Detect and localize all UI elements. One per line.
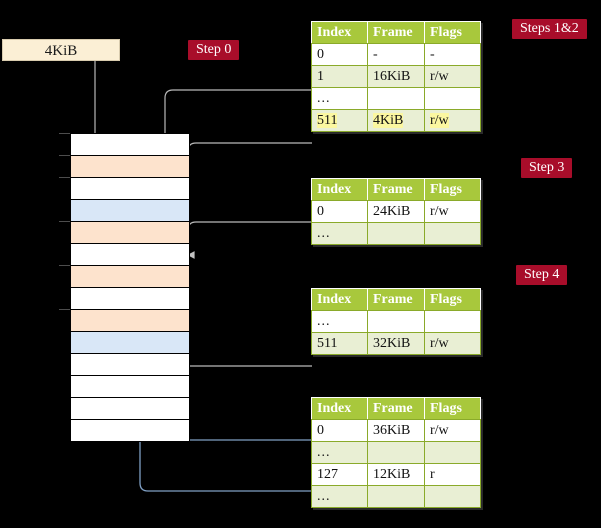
memory-frame-row <box>59 221 189 243</box>
table-cell-index: ... <box>311 441 368 464</box>
table-cell-frame: 24KiB <box>367 200 425 223</box>
table-cell-index: 511 <box>311 109 368 132</box>
table-cell-index: ... <box>311 485 368 508</box>
memory-frame-row <box>59 177 189 199</box>
table-cell-flags: r/w <box>424 200 481 223</box>
memory-frame-row <box>71 331 189 353</box>
memory-row-tick <box>59 133 70 134</box>
memory-column <box>59 133 190 442</box>
column-header-flags: Flags <box>424 178 481 201</box>
table-cell-index: ... <box>311 87 368 110</box>
memory-frame-row <box>71 419 189 441</box>
table-row: ... <box>311 441 481 464</box>
column-header-index: Index <box>311 397 368 420</box>
table-cell-frame: - <box>367 43 425 66</box>
wire-t3-to-mem <box>179 308 312 367</box>
table-cell-frame: 36KiB <box>367 419 425 442</box>
table-cell-frame <box>367 485 425 508</box>
memory-frame-row <box>59 265 189 287</box>
table-cell-flags: r <box>424 463 481 486</box>
column-header-frame: Frame <box>367 178 425 201</box>
table-cell-index: 511 <box>311 332 368 355</box>
table-row: ... <box>311 87 481 110</box>
table-cell-frame <box>367 310 425 333</box>
column-header-frame: Frame <box>367 21 425 44</box>
memory-row-tick <box>59 155 70 156</box>
table-cell-frame <box>367 222 425 245</box>
table-cell-flags <box>424 222 481 245</box>
wire-t2-to-mem <box>187 221 312 259</box>
memory-row-tick <box>59 177 70 178</box>
column-header-frame: Frame <box>367 288 425 311</box>
memory-frame-row <box>59 309 189 331</box>
step-label-step-4: Step 4 <box>516 265 568 285</box>
column-header-frame: Frame <box>367 397 425 420</box>
table-cell-frame <box>367 441 425 464</box>
memory-frame-row <box>59 133 189 155</box>
table-cell-flags: r/w <box>424 65 481 88</box>
table-cell-frame: 12KiB <box>367 463 425 486</box>
column-header-index: Index <box>311 288 368 311</box>
column-header-index: Index <box>311 21 368 44</box>
table-cell-index: 0 <box>311 419 368 442</box>
table-cell-flags: r/w <box>424 109 481 132</box>
memory-row-tick <box>59 265 70 266</box>
table-cell-index: 0 <box>311 43 368 66</box>
table-row: ... <box>311 310 481 333</box>
memory-frame-row <box>71 353 189 375</box>
memory-frame-row <box>71 199 189 221</box>
table-cell-frame: 32KiB <box>367 332 425 355</box>
table-cell-frame <box>367 87 425 110</box>
step-label-step-0: Step 0 <box>188 40 240 60</box>
table-cell-flags <box>424 485 481 508</box>
memory-frame-row <box>59 155 189 177</box>
table-cell-frame: 4KiB <box>367 109 425 132</box>
table-cell-flags: - <box>424 43 481 66</box>
column-header-flags: Flags <box>424 288 481 311</box>
memory-row-tick <box>59 309 70 310</box>
column-header-flags: Flags <box>424 397 481 420</box>
step-label-step-3: Step 3 <box>521 158 573 178</box>
table-cell-index: 0 <box>311 200 368 223</box>
memory-row-tick <box>59 221 70 222</box>
column-header-index: Index <box>311 178 368 201</box>
table-cell-frame: 16KiB <box>367 65 425 88</box>
table-cell-index: 127 <box>311 463 368 486</box>
table-cell-flags <box>424 441 481 464</box>
column-header-flags: Flags <box>424 21 481 44</box>
step-label-steps-1-2: Steps 1&2 <box>512 19 587 39</box>
table-row: ... <box>311 222 481 245</box>
table-cell-flags <box>424 310 481 333</box>
wire-t1-to-mem <box>181 142 312 154</box>
table-cell-flags: r/w <box>424 419 481 442</box>
table-row: ... <box>311 485 481 508</box>
table-row: 0-- <box>311 43 481 66</box>
table-cell-index: 1 <box>311 65 368 88</box>
memory-frame-row <box>71 397 189 419</box>
size-box-4kib: 4KiB <box>2 39 120 61</box>
memory-frame-row <box>71 287 189 309</box>
memory-frame-row <box>71 375 189 397</box>
table-cell-index: ... <box>311 310 368 333</box>
table-cell-index: ... <box>311 222 368 245</box>
table-cell-flags <box>424 87 481 110</box>
table-cell-flags: r/w <box>424 332 481 355</box>
memory-frame-row <box>71 243 189 265</box>
